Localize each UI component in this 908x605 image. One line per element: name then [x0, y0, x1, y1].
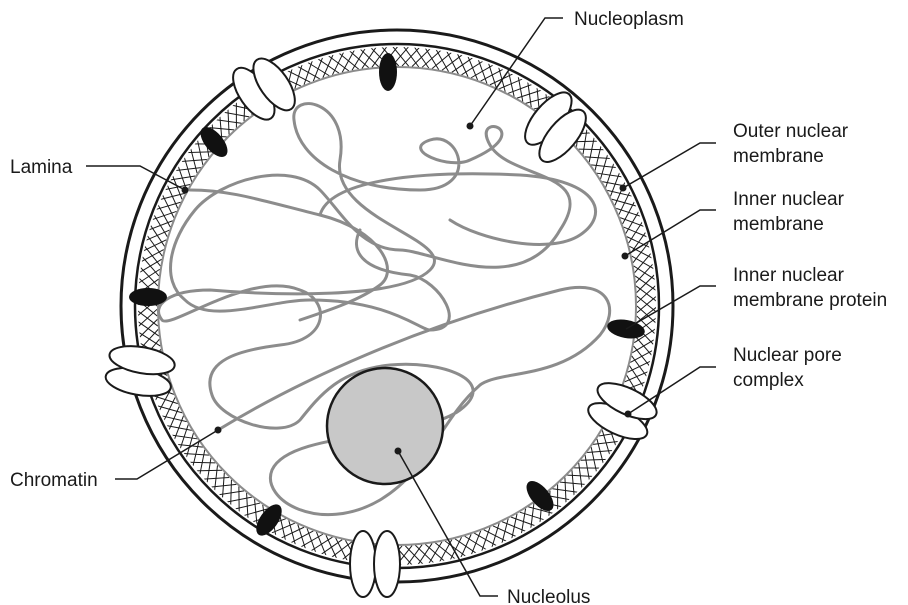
leader-dot: [622, 253, 629, 260]
lamina-strand: [553, 489, 580, 493]
lamina-strand: [632, 256, 656, 270]
nuclear-pore-complex: [350, 531, 400, 597]
label-nucleoplasm: Nucleoplasm: [574, 9, 684, 30]
label-outer-membrane-2: membrane: [733, 146, 824, 167]
label-inner-membrane-2: membrane: [733, 214, 824, 235]
lamina-strand: [139, 266, 158, 286]
lamina-strand: [348, 50, 369, 68]
lamina-strand: [327, 55, 349, 71]
lamina-strand: [565, 477, 566, 504]
lamina-strand: [406, 545, 422, 567]
lamina-strand: [214, 120, 241, 124]
lamina-strand: [579, 463, 582, 490]
lamina-strand: [141, 255, 159, 276]
lamina-strand: [330, 542, 352, 559]
lamina-strand: [199, 450, 204, 477]
lamina-strand: [412, 47, 431, 66]
lamina-strand: [422, 49, 442, 67]
lamina-strand: [136, 321, 158, 337]
lamina-strand: [636, 262, 654, 282]
lamina-strand: [138, 259, 162, 273]
lamina-strand: [635, 276, 657, 292]
leader-dot: [395, 448, 402, 455]
lamina-strand: [228, 107, 229, 134]
leader-lamina: [86, 166, 185, 190]
nuclear-pore-complex: [583, 376, 661, 447]
lamina-strand: [633, 241, 650, 263]
label-inner-protein-1: Inner nuclear: [733, 265, 845, 286]
lamina-strand: [428, 542, 442, 565]
lamina-strand: [195, 470, 222, 471]
lamina-strand: [146, 234, 162, 256]
lamina-strand: [567, 475, 594, 476]
lamina-strand: [635, 336, 653, 357]
lamina-strand: [460, 534, 471, 559]
lamina-strand: [186, 152, 213, 153]
lamina-strand: [137, 331, 160, 346]
label-chromatin: Chromatin: [10, 470, 98, 491]
lamina-strand: [583, 127, 587, 154]
label-outer-membrane-1: Outer nuclear: [733, 121, 849, 142]
leader-dot: [182, 187, 189, 194]
lamina-strand: [413, 46, 428, 69]
lamina-strand: [144, 230, 169, 241]
lamina-strand: [402, 45, 418, 67]
inner-membrane-protein: [379, 53, 397, 91]
lamina-strand: [217, 491, 244, 495]
label-pore-complex-1: Nuclear pore: [733, 345, 842, 366]
label-inner-protein-2: membrane protein: [733, 290, 887, 311]
lamina-strand: [402, 46, 421, 66]
lamina-strand: [188, 462, 215, 463]
label-pore-complex-2: complex: [733, 370, 804, 391]
lamina-strand: [424, 46, 438, 69]
label-inner-membrane-1: Inner nuclear: [733, 189, 845, 210]
lamina-strand: [635, 252, 653, 273]
nuclear-pore-complex: [104, 342, 177, 401]
lamina-strand: [337, 52, 358, 69]
lamina-strand: [585, 455, 590, 482]
lamina-strand: [225, 497, 252, 502]
lamina-strand: [425, 544, 446, 562]
inner-membrane-protein: [129, 288, 167, 306]
lamina-strand: [632, 356, 648, 378]
lamina-strand: [405, 546, 424, 566]
lamina-strand: [143, 245, 160, 266]
lamina-strand: [632, 339, 656, 353]
lamina-strand: [432, 51, 453, 68]
lamina-strand: [323, 53, 334, 78]
lamina-strand: [637, 273, 656, 292]
lamina-strand: [231, 480, 232, 507]
leader-dot: [467, 123, 474, 130]
lamina-strand: [581, 459, 608, 460]
lamina-strand: [634, 346, 651, 367]
lamina-strand: [634, 266, 657, 281]
lamina-strand: [415, 545, 435, 564]
lamina-strand: [589, 135, 594, 162]
lamina-strand: [222, 112, 249, 117]
lamina-strand: [138, 319, 157, 338]
leader-inner-protein: [626, 286, 716, 329]
lamina-strand: [352, 47, 366, 70]
lamina-strand: [359, 48, 379, 67]
label-nucleolus: Nucleolus: [507, 587, 590, 605]
leader-dot: [625, 411, 632, 418]
lamina-strand: [435, 543, 456, 560]
lamina-strand: [207, 458, 211, 485]
leader-dot: [215, 427, 222, 434]
lamina-strand: [442, 54, 464, 71]
leader-dot: [620, 185, 627, 192]
nucleolus: [327, 368, 443, 484]
lamina-strand: [625, 371, 650, 382]
leader-outer-membrane: [623, 143, 716, 188]
label-lamina: Lamina: [10, 157, 73, 178]
lamina-strand: [579, 149, 606, 150]
